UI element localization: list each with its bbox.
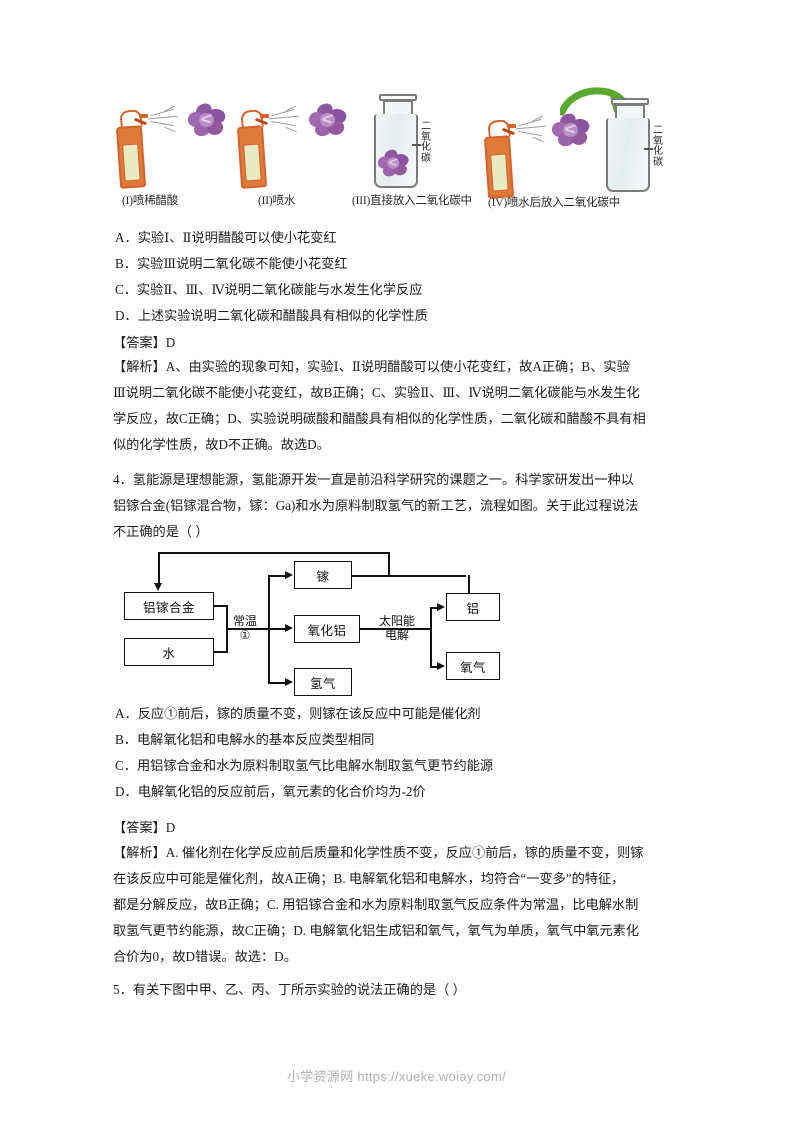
figure-hydrogen-flowchart: 铝镓合金 水 镓 氧化铝 氢气 铝 氧气 常温 ① 太阳能 电解 [118, 552, 538, 702]
flow-arrow-to-aluminum [437, 602, 445, 611]
q4-analysis-line-1: 【解析】A. 催化剂在化学反应前后质量和化学性质不变，反应①前后，镓的质量不变，… [113, 845, 644, 860]
flow-condition-room-temp-line1: 常温 [232, 614, 257, 628]
purple-cabbage-flower-icon [307, 101, 349, 138]
gas-jar-icon: 二氧化碳 [606, 98, 663, 192]
q3-option-a: A．实验Ⅰ、Ⅱ说明醋酸可以使小花变红 [115, 230, 337, 245]
flow-line-to-aluminum [430, 607, 438, 609]
q5-stem: 5．有关下图中甲、乙、丙、丁所示实验的说法正确的是（ ） [113, 982, 466, 997]
flow-box-water: 水 [124, 638, 214, 666]
q4-option-a: A．反应①前后，镓的质量不变，则镓在该反应中可能是催化剂 [115, 706, 481, 721]
gas-jar-lid-icon [379, 94, 417, 101]
q4-analysis-line-2: 在该反应中可能是催化剂，故A正确；B. 电解氧化铝和电解水，均符合“一变多”的特… [113, 871, 625, 886]
spray-tip-icon [260, 114, 269, 118]
flow-line-to-alumina [268, 628, 286, 630]
flow-box-oxygen: 氧气 [446, 652, 500, 680]
purple-cabbage-flower-icon [550, 111, 592, 148]
q4-option-c: C．用铝镓合金和水为原料制取氢气比电解水制取氢气更节约能源 [115, 758, 494, 773]
gas-jar-icon: 二氧化碳 [374, 94, 431, 188]
experiment-II: (II)喷水 [233, 88, 353, 207]
flow-arrow-to-gallium [285, 570, 293, 579]
q3-answer-value: D [165, 335, 176, 350]
gas-jar-label: 二氧化碳 [421, 121, 431, 164]
q3-analysis-line-3: 学反应，故C正确；D、实验说明碳酸和醋酸具有相似的化学性质，二氧化碳和醋酸不具有… [113, 411, 646, 426]
experiment-I: (I)喷稀醋酸 [112, 88, 232, 207]
flow-condition-solar-line1: 太阳能 [378, 614, 415, 628]
flow-condition-solar-electrolysis: 太阳能 电解 [370, 614, 424, 642]
gas-jar-neck-icon [615, 104, 645, 118]
flow-line-alloy-out [214, 605, 228, 607]
experiment-III: 二氧化碳 (III)直接放入二氧化碳中 [352, 88, 488, 207]
experiment-IV: 二氧化碳 (IV)喷水后放入二氧化碳中 [483, 87, 682, 209]
spray-bottle-icon [115, 125, 147, 189]
flow-box-alumina: 氧化铝 [294, 615, 360, 643]
flow-line-water-out [214, 651, 228, 653]
spray-tip-icon [507, 124, 516, 128]
q3-analysis-line-4: 似的化学性质，故D不正确。故选D。 [113, 437, 330, 452]
flow-arrow-recycle-into-alloy [154, 583, 162, 591]
q4-answer-value: D [165, 820, 176, 835]
spray-bottle-icon [483, 135, 515, 199]
q4-stem-line-3: 不正确的是（ ） [113, 524, 209, 539]
spray-tip-icon [139, 114, 148, 118]
q3-option-d: D．上述实验说明二氧化碳和醋酸具有相似的化学性质 [115, 308, 428, 323]
q4-stem-line-1: 4．氢能源是理想能源，氢能源开发一直是前沿科学研究的课题之一。科学家研发出一种以 [113, 472, 634, 487]
flow-line-to-gallium [268, 575, 286, 577]
footer-watermark: 小学资源网 https://xueke.woiay.com/ [287, 1069, 506, 1084]
flow-line-to-hydrogen [268, 682, 286, 684]
gas-jar-tick-icon [412, 144, 421, 146]
q3-option-b: B．实验Ⅲ说明二氧化碳不能使小花变红 [115, 256, 348, 271]
q4-answer-label: 【答案】 [113, 820, 166, 835]
flow-condition-solar-line2: 电解 [384, 628, 409, 642]
q4-option-d: D．电解氧化铝的反应前后，氧元素的化合价均为-2价 [115, 784, 426, 799]
flow-box-al-ga-alloy: 铝镓合金 [124, 592, 214, 620]
figure-experiments: (I)喷稀醋酸 (II)喷水 二氧化碳 [112, 87, 682, 213]
flow-box-gallium: 镓 [294, 561, 352, 589]
flow-box-aluminum: 铝 [446, 593, 500, 621]
purple-cabbage-flower-icon [186, 101, 228, 138]
flow-box-hydrogen: 氢气 [294, 668, 352, 696]
flow-line-to-oxygen [430, 666, 438, 668]
flow-line-electrolysis-split [430, 607, 432, 666]
flow-line-alumina-to-electrolysis [360, 628, 432, 630]
q3-analysis-line-2: Ⅲ说明二氧化碳不能使小花变红，故B正确；C、实验Ⅱ、Ⅲ、Ⅳ说明二氧化碳能与水发生… [113, 385, 640, 400]
q4-stem-line-2: 铝镓合金(铝镓混合物，镓：Ga)和水为原料制取氢气的新工艺，流程如图。关于此过程… [113, 498, 639, 513]
gas-jar-neck-icon [383, 100, 413, 114]
q3-option-c: C．实验Ⅱ、Ⅲ、Ⅳ说明二氧化碳能与水发生化学反应 [115, 282, 423, 297]
flow-line-aluminum-recycle-up [468, 575, 470, 594]
flow-arrow-to-oxygen [437, 661, 445, 670]
gas-jar-label: 二氧化碳 [653, 125, 663, 168]
flow-condition-room-temp: 常温 ① [224, 614, 266, 642]
gas-jar-lid-icon [611, 98, 649, 105]
flow-line-recycle-down [158, 552, 160, 584]
spray-mist-icon [147, 105, 192, 134]
experiment-III-caption: (III)直接放入二氧化碳中 [352, 195, 472, 207]
q4-analysis-line-3: 都是分解反应，故B正确；C. 用铝镓合金和水为原料制取氢气反应条件为常温，比电解… [113, 897, 639, 912]
spray-bottle-icon [236, 125, 268, 189]
q4-option-b: B．电解氧化铝和电解水的基本反应类型相同 [115, 732, 375, 747]
flow-condition-room-temp-line2: ① [239, 628, 251, 642]
experiment-II-caption: (II)喷水 [258, 195, 296, 207]
gas-jar-tick-icon [644, 148, 653, 150]
flow-arrow-to-alumina [285, 623, 293, 632]
q3-answer-label: 【答案】 [113, 335, 166, 350]
flow-line-trunk-to-cond [226, 628, 269, 630]
flow-line-gallium-recycle-right [352, 575, 466, 577]
experiment-IV-caption: (IV)喷水后放入二氧化碳中 [488, 197, 620, 209]
purple-cabbage-flower-icon [376, 148, 411, 178]
q3-analysis-line-1: 【解析】A、由实验的现象可知，实验Ⅰ、Ⅱ说明醋酸可以使小花变红，故A正确；B、实… [113, 359, 630, 374]
q4-analysis-line-5: 合价为0，故D错误。故选：D。 [113, 949, 297, 964]
experiment-I-caption: (I)喷稀醋酸 [122, 195, 179, 207]
spray-mist-icon [268, 105, 313, 134]
flow-line-gallium-recycle-up [388, 552, 390, 575]
q4-analysis-line-4: 取氢气更节约能源，故C正确；D. 电解氧化铝生成铝和氧气，氧气为单质，氧气中氧元… [113, 923, 640, 938]
q4-answer-line: 【答案】D [113, 818, 175, 838]
q3-answer-line: 【答案】D [113, 333, 175, 353]
flow-line-recycle-top [158, 552, 390, 554]
flow-arrow-to-hydrogen [285, 677, 293, 686]
